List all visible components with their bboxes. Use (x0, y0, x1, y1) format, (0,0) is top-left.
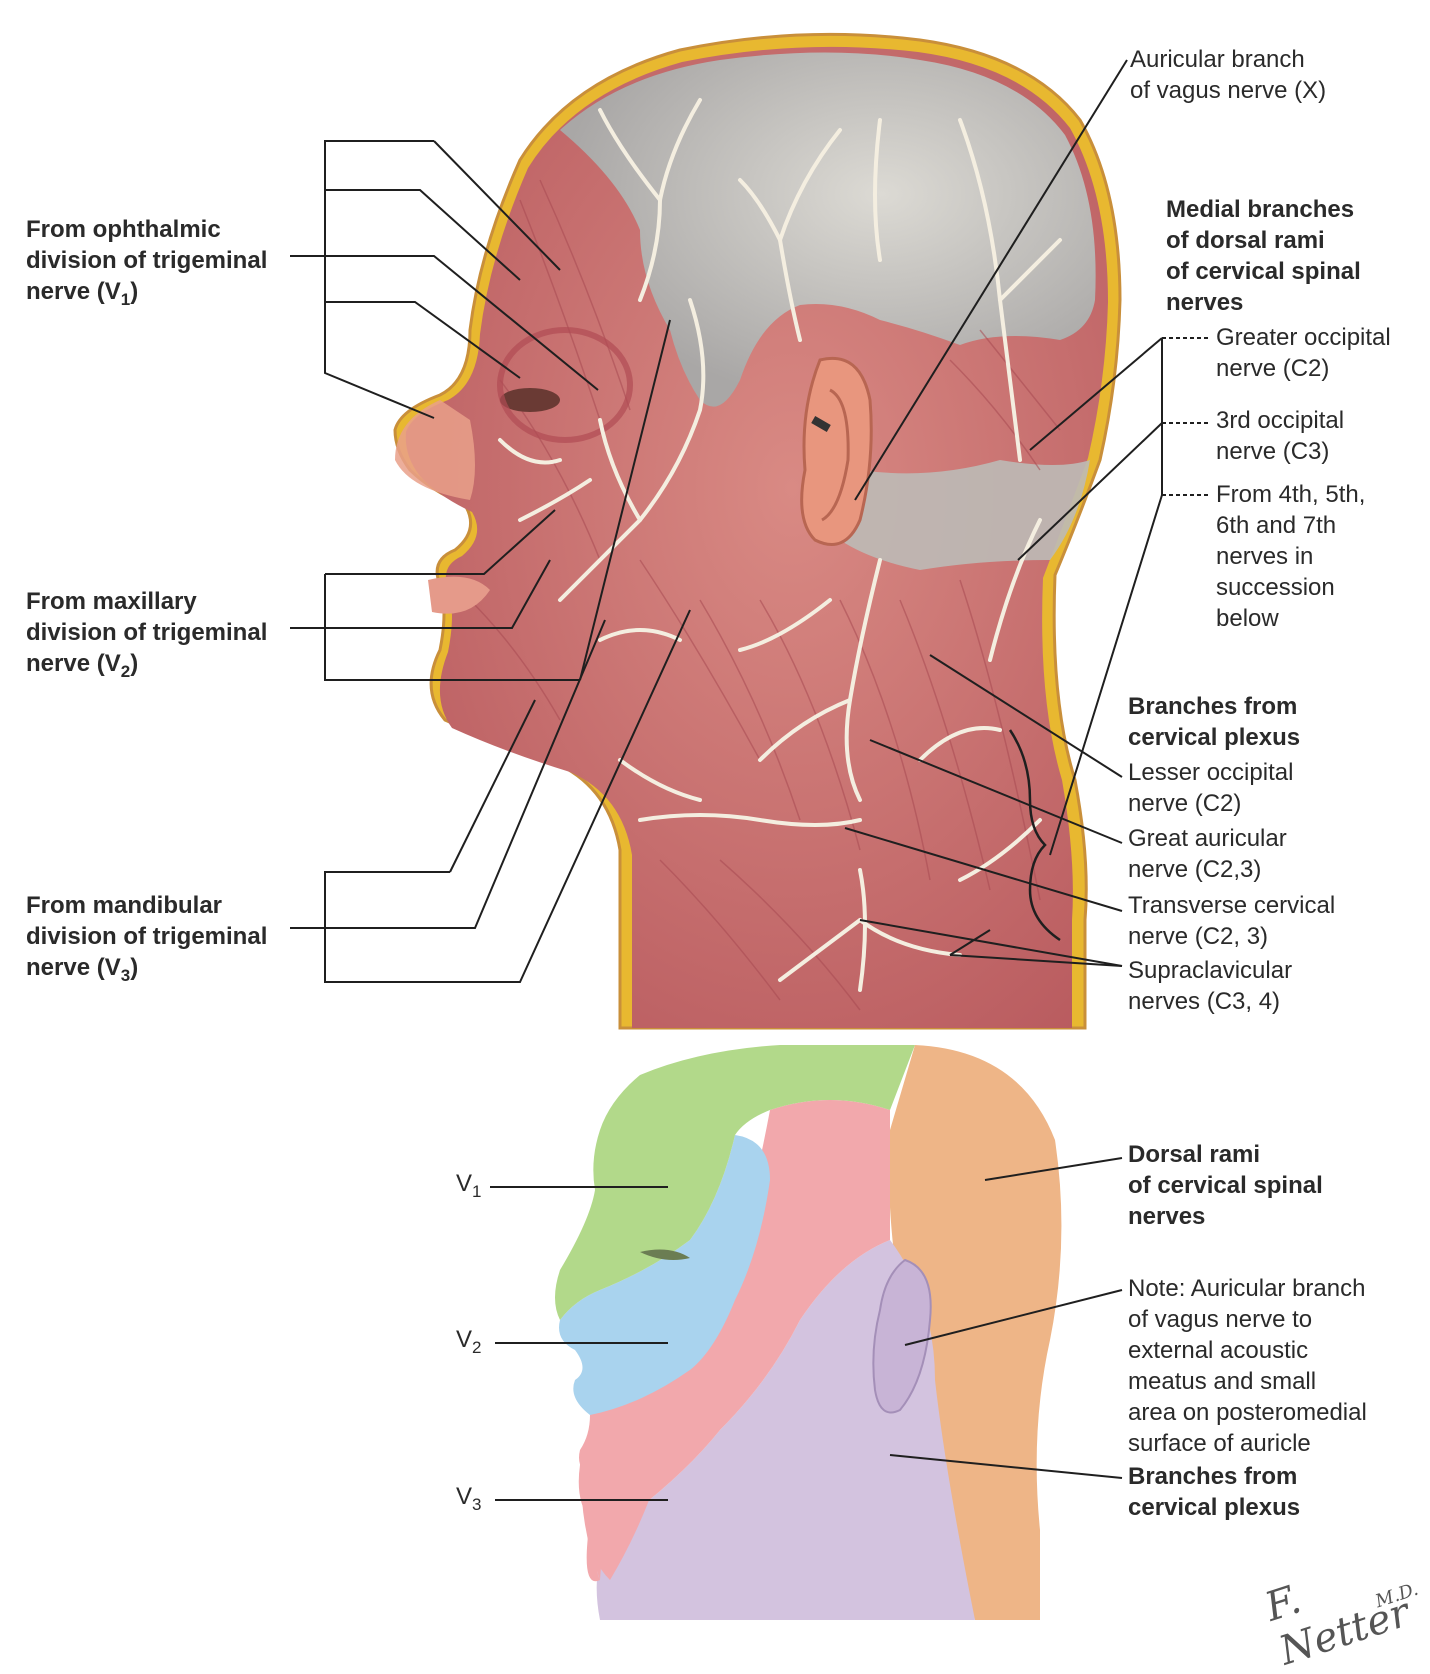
label-v2-zone: V2 (456, 1326, 482, 1357)
lesser-occipital-leader (929, 654, 1123, 778)
label-v3-zone: V3 (456, 1483, 482, 1514)
auricular-vagus-leader (854, 59, 1128, 501)
transverse-cervical-leader (844, 827, 1123, 912)
label-maxillary-division: From maxillary division of trigeminal ne… (26, 588, 268, 681)
lips (428, 576, 490, 614)
v3-bracket (324, 609, 691, 983)
label-great-auricular: Great auricular nerve (C2,3) (1128, 825, 1287, 883)
v2-bracket (324, 574, 580, 681)
label-ophthalmic-division: From ophthalmic division of trigeminal n… (26, 216, 268, 309)
note-leader (904, 1289, 1123, 1346)
lower-eye (640, 1249, 690, 1260)
label-lesser-occipital: Lesser occipital nerve (C2) (1128, 759, 1294, 817)
ear (800, 356, 873, 546)
cutaneous-nerves (498, 98, 1062, 992)
lower-ear (872, 1258, 932, 1414)
lower-leaders (490, 1157, 1123, 1501)
neck-fascia (840, 460, 1090, 570)
lower-plexus-leader (889, 1454, 1123, 1479)
eye (500, 388, 560, 412)
nose (395, 400, 475, 500)
eye-orbit (497, 327, 633, 443)
label-dorsal-rami: Dorsal rami of cervical spinal nerves (1128, 1141, 1323, 1230)
label-mandibular-division: From mandibular division of trigeminal n… (26, 892, 268, 985)
dermatome-head (555, 1045, 1062, 1620)
jaw-zone (579, 1370, 690, 1580)
label-auricular-note: Note: Auricular branch of vagus nerve to… (1128, 1275, 1367, 1457)
label-supraclavicular: Supraclavicular nerves (C3, 4) (1128, 957, 1293, 1015)
label-medial-branches-heading: Medial branches of dorsal rami of cervic… (1166, 196, 1361, 316)
dorsal-rami-leader (984, 1157, 1123, 1181)
label-transverse-cervical: Transverse cervical nerve (C2, 3) (1128, 892, 1336, 950)
label-auricular-branch-vagus: Auricular branch of vagus nerve (X) (1130, 46, 1327, 104)
v1-bracket (324, 140, 435, 419)
muscle-striations (469, 179, 1061, 1011)
dorsal-rami-zone (888, 1045, 1062, 1620)
plexus-brace (1008, 729, 1061, 942)
auricular-branch-marker (811, 416, 831, 432)
upper-right-leaders (844, 59, 1210, 967)
label-plexus-lower: Branches from cervical plexus (1128, 1463, 1301, 1521)
label-third-occipital: 3rd occipital nerve (C3) (1216, 407, 1345, 465)
label-v1-zone: V1 (456, 1170, 482, 1201)
label-lower-cervical-nerves: From 4th, 5th, 6th and 7th nerves in suc… (1216, 481, 1366, 632)
great-auricular-leader (869, 739, 1123, 844)
upper-left-leaders (290, 140, 691, 983)
label-plexus-heading-upper: Branches from cervical plexus (1128, 693, 1301, 751)
v2-zone (559, 1135, 770, 1419)
label-greater-occipital: Greater occipital nerve (C2) (1216, 324, 1391, 382)
supraclavicular-leader (859, 919, 1123, 967)
dissected-head (393, 32, 1122, 1030)
